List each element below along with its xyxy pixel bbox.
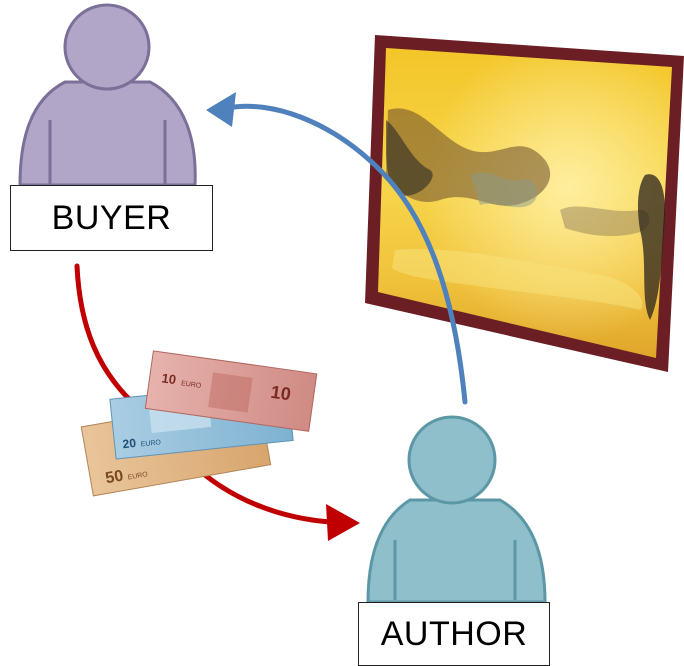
svg-text:EURO: EURO [127, 471, 149, 482]
svg-text:50: 50 [104, 468, 125, 488]
svg-text:EURO: EURO [181, 380, 203, 390]
painting-transfer-arrow [206, 92, 468, 405]
euro-banknotes-icon: 50 EURO 20 EURO 10 EURO 10 [80, 350, 318, 497]
svg-text:10: 10 [161, 370, 177, 387]
svg-text:20: 20 [122, 436, 137, 451]
buyer-label: BUYER [10, 185, 213, 251]
svg-text:EURO: EURO [140, 439, 161, 448]
author-person-icon [366, 415, 547, 604]
svg-text:10: 10 [269, 382, 292, 405]
author-label: AUTHOR [358, 602, 550, 666]
buyer-person-icon [18, 3, 197, 187]
painting-icon [365, 35, 684, 372]
